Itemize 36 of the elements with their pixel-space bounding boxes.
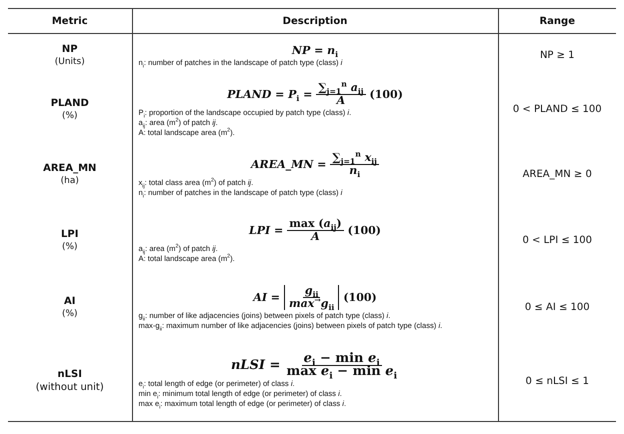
- range-text: 0 ≤ AI ≤ 100: [524, 302, 590, 313]
- metric-name: LPI: [61, 228, 78, 240]
- formula-term: AI =: [253, 290, 280, 304]
- range-text: AREA_MN ≥ 0: [522, 169, 592, 180]
- fraction-denominator: A: [336, 94, 346, 106]
- column-header: Range: [539, 16, 575, 26]
- unit-text: (%): [62, 110, 78, 122]
- fraction-denominator: A: [309, 230, 321, 242]
- fraction-denominator: max e$_{i}$ − min e$_{i}$: [286, 366, 398, 378]
- metric-name: PLAND: [50, 96, 89, 110]
- column-header: Description: [282, 16, 348, 26]
- unit-text: (%): [62, 308, 78, 320]
- metric-name: NP: [62, 42, 78, 56]
- metric-name: nLSI: [58, 368, 82, 382]
- formula-term: PLAND = P$_{i}$ =: [227, 88, 312, 100]
- unit-text: (ha): [60, 174, 79, 188]
- formula-term: (100): [343, 290, 377, 304]
- formula-term: (100): [370, 88, 403, 100]
- fraction-numerator: g$_{ii}$: [302, 284, 320, 298]
- range-text: 0 < LPI ≤ 100: [522, 235, 592, 246]
- formula-term: NP = n$_{i}$: [292, 44, 338, 57]
- formula-term: nLSI =: [230, 359, 280, 372]
- fraction-denominator: n$_{i}$: [349, 164, 362, 176]
- range-text: NP ≥ 1: [540, 50, 575, 62]
- metric-name: AI: [64, 294, 76, 308]
- unit-text: (Units): [54, 56, 85, 69]
- range-text: 0 ≤ nLSI ≤ 1: [526, 376, 589, 387]
- formula-term: LPI =: [249, 224, 284, 236]
- formula-term: AREA_MN =: [251, 158, 326, 170]
- column-header: Metric: [52, 16, 88, 26]
- fraction-denominator: max$^{→}$g$_{ii}$: [288, 298, 336, 310]
- metric-name: AREA_MN: [43, 162, 96, 174]
- formula-term: (100): [348, 224, 381, 236]
- unit-text: (%): [62, 240, 78, 254]
- unit-text: (without unit): [36, 381, 104, 394]
- range-text: 0 < PLAND ≤ 100: [512, 104, 602, 115]
